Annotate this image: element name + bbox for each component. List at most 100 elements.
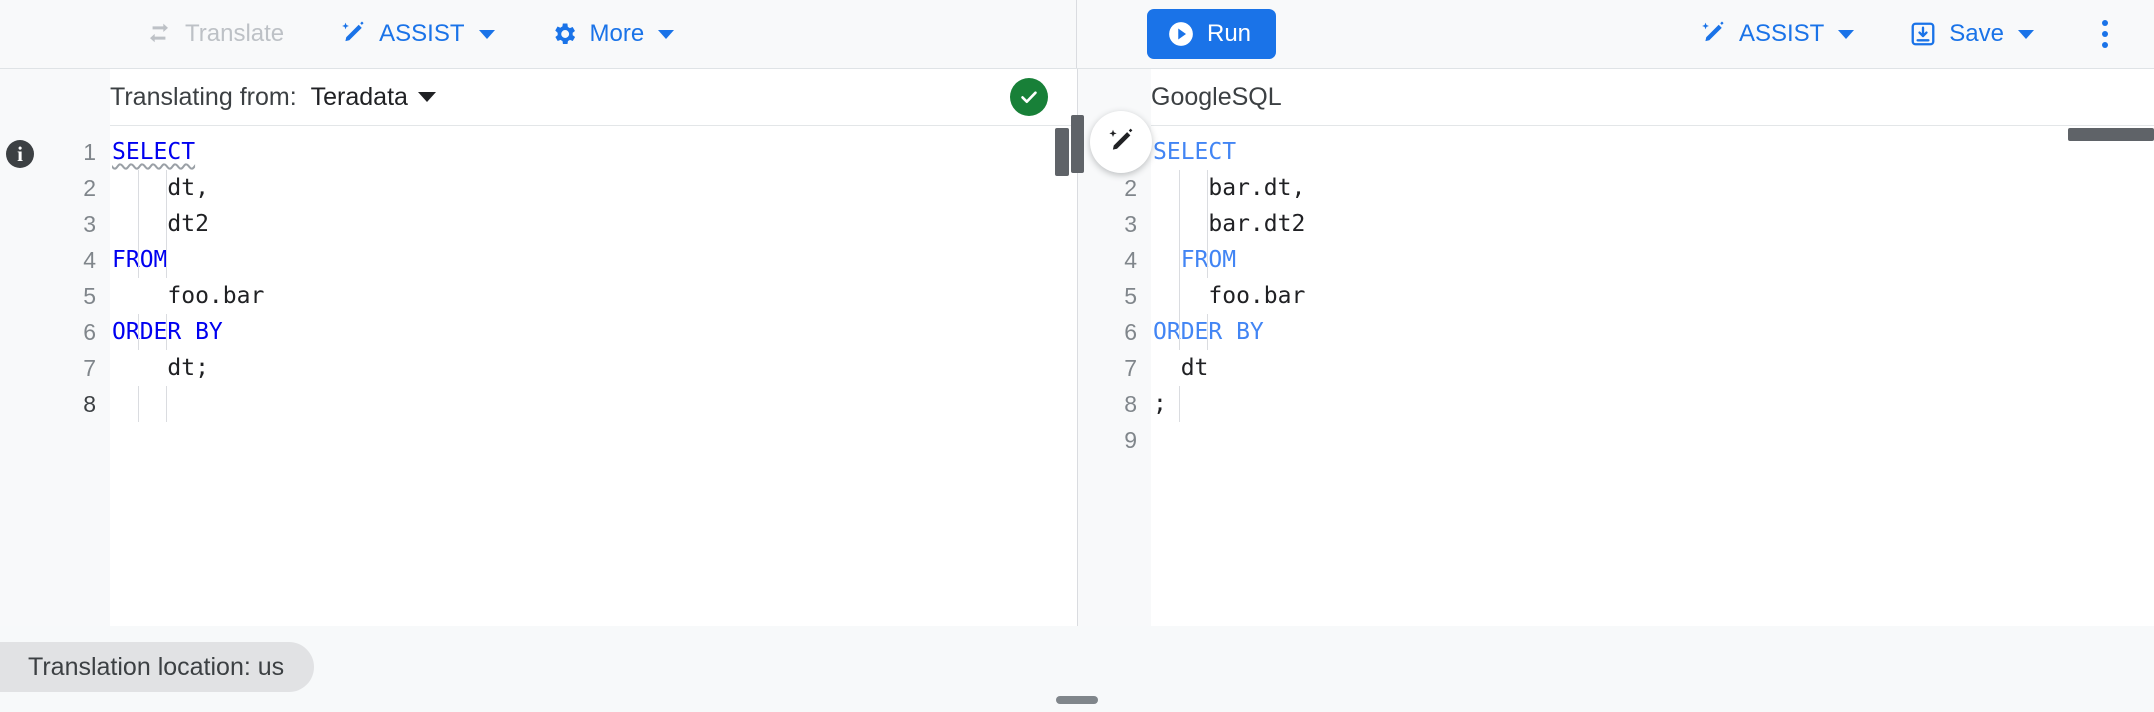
toolbar: Translate ASSIST More	[0, 0, 2154, 69]
kebab-dot	[2102, 20, 2108, 26]
more-label: More	[589, 20, 645, 47]
save-button[interactable]: Save	[1894, 12, 2048, 56]
translate-button[interactable]: Translate	[130, 12, 298, 56]
sql-keyword: SELECT	[1153, 139, 1237, 165]
assist-right-label: ASSIST	[1738, 20, 1825, 47]
code-line[interactable]: bar.dt2	[1151, 206, 2154, 242]
resize-handle[interactable]	[1056, 696, 1098, 704]
line-number: 7	[83, 355, 96, 381]
indent-guide	[1179, 170, 1180, 350]
code-line[interactable]: FROM	[110, 242, 1077, 278]
line-number: 7	[1124, 355, 1137, 381]
source-vertical-scrollbar[interactable]	[1055, 128, 1069, 176]
chevron-down-icon	[2018, 29, 2034, 39]
gear-icon	[549, 19, 579, 49]
code-line[interactable]: SELECT	[1151, 134, 2154, 170]
run-label: Run	[1207, 20, 1252, 47]
sql-text: dt2	[167, 211, 209, 237]
line-number: 4	[83, 247, 96, 273]
source-editor-rail: i	[0, 126, 48, 626]
assist-button-right[interactable]: ASSIST	[1684, 12, 1868, 56]
indent-guide	[138, 386, 139, 422]
run-button[interactable]: Run	[1147, 9, 1277, 59]
code-line[interactable]	[110, 386, 1077, 422]
sql-keyword: FROM	[1180, 247, 1237, 273]
toolbar-right-group: Run ASSIST	[1077, 0, 2154, 68]
translate-label: Translate	[185, 20, 285, 47]
sql-text: dt	[1180, 355, 1209, 381]
sql-keyword: ORDER BY	[112, 319, 223, 345]
sql-text: dt;	[167, 355, 209, 381]
swap-horizontal-icon	[144, 19, 174, 49]
sql-text: bar.dt2	[1208, 211, 1306, 237]
code-line[interactable]: FROM	[1151, 242, 2154, 278]
target-editor-rail	[1078, 126, 1096, 626]
sql-text: dt,	[167, 175, 209, 201]
line-number: 4	[1124, 247, 1137, 273]
source-pane-header: Translating from: Teradata	[110, 69, 1077, 126]
code-line[interactable]: foo.bar	[110, 278, 1077, 314]
code-line[interactable]: dt;	[110, 350, 1077, 386]
target-pane-header: GoogleSQL	[1151, 69, 2154, 126]
code-line[interactable]: foo.bar	[1151, 278, 2154, 314]
kebab-dot	[2102, 42, 2108, 48]
play-circle-icon	[1166, 19, 1196, 49]
magic-wand-icon	[338, 19, 368, 49]
sql-text: foo.bar	[1208, 283, 1306, 309]
line-number: 3	[83, 211, 96, 237]
chevron-down-icon	[658, 29, 675, 39]
line-number: 8	[1124, 391, 1137, 417]
line-number: 6	[1124, 319, 1137, 345]
info-icon[interactable]: i	[6, 140, 34, 168]
indent-guide	[138, 314, 139, 350]
line-number: 8	[83, 391, 96, 417]
chevron-down-icon	[478, 29, 495, 39]
line-number: 1	[83, 139, 96, 165]
line-number: 2	[1124, 175, 1137, 201]
indent-guide	[166, 314, 167, 350]
code-line[interactable]: dt	[1151, 350, 2154, 386]
sql-keyword: FROM	[112, 247, 168, 273]
target-horizontal-scrollbar[interactable]	[2068, 128, 2154, 141]
sql-text: bar.dt,	[1208, 175, 1306, 201]
save-label: Save	[1949, 20, 2004, 47]
sql-keyword: ORDER BY	[1153, 319, 1264, 345]
code-line[interactable]: ORDER BY	[1151, 314, 2154, 350]
more-button[interactable]: More	[535, 12, 689, 56]
toolbar-left-group: Translate ASSIST More	[0, 0, 1077, 68]
code-line[interactable]: ORDER BY	[110, 314, 1077, 350]
code-line[interactable]: dt2	[110, 206, 1077, 242]
indent-guide	[1207, 170, 1208, 278]
assist-floating-button[interactable]	[1090, 111, 1152, 173]
chevron-down-icon	[417, 92, 436, 102]
kebab-dot	[2102, 31, 2108, 37]
source-dialect-value: Teradata	[310, 82, 408, 111]
translation-location-badge: Translation location: us	[0, 642, 315, 692]
code-line[interactable]: bar.dt,	[1151, 170, 2154, 206]
code-line[interactable]: SELECT	[110, 134, 1077, 170]
target-dialect-label: GoogleSQL	[1151, 82, 1282, 111]
line-number: 2	[83, 175, 96, 201]
check-circle-icon	[1010, 78, 1048, 116]
assist-button-left[interactable]: ASSIST	[324, 12, 508, 56]
kebab-menu-icon[interactable]	[2082, 11, 2128, 57]
magic-wand-icon	[1106, 127, 1136, 157]
pane-splitter-handle[interactable]	[1071, 115, 1084, 173]
code-line[interactable]	[1151, 422, 2154, 458]
indent-guide	[138, 170, 139, 278]
source-dialect-select[interactable]: Teradata	[311, 83, 436, 112]
code-line[interactable]: dt,	[110, 170, 1077, 206]
indent-guide	[1179, 386, 1180, 422]
line-number: 9	[1124, 427, 1137, 453]
translating-from-label: Translating from:	[110, 82, 297, 111]
code-line[interactable]: ;	[1151, 386, 2154, 422]
sql-text: foo.bar	[167, 283, 265, 309]
target-editor[interactable]: 123456789 SELECT bar.dt, bar.dt2 FROM fo…	[1078, 126, 2154, 626]
indent-guide	[1207, 314, 1208, 350]
line-number: 5	[83, 283, 96, 309]
